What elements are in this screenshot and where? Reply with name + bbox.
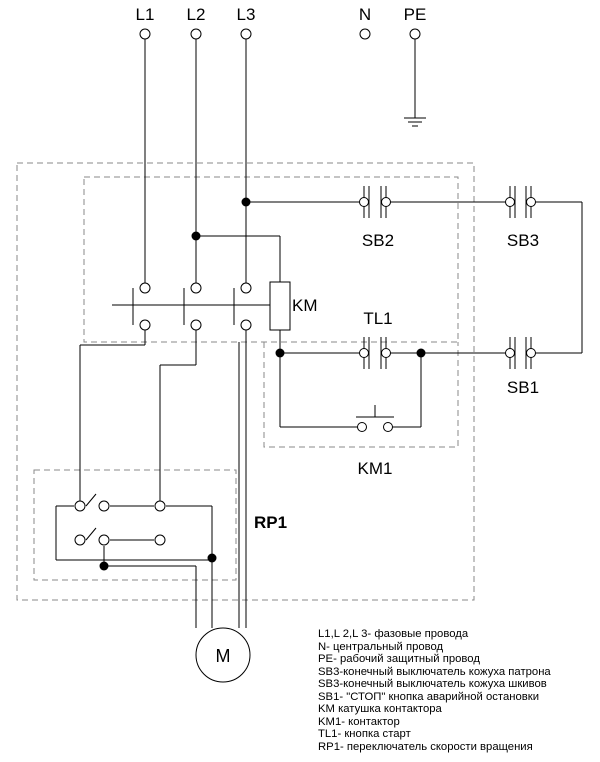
rp1-switch xyxy=(55,493,213,628)
legend-item: SB3-конечный выключатель кожуха патрона xyxy=(318,665,551,678)
supply-wires xyxy=(144,39,416,284)
motor-circle xyxy=(195,627,251,683)
legend-item: L1,L 2,L 3- фазовые провода xyxy=(318,628,469,640)
label-km1: KM1 xyxy=(358,459,393,478)
label-sb1: SB1 xyxy=(507,378,539,397)
junction-dots xyxy=(99,197,426,571)
ground-symbol xyxy=(404,117,426,127)
label-km: KM xyxy=(292,296,318,315)
label-l3: L3 xyxy=(237,5,256,24)
legend: L1,L 2,L 3- фазовые провода N- центральн… xyxy=(318,628,551,753)
motor: M xyxy=(195,627,251,683)
legend-item: N- центральный провод xyxy=(318,640,444,653)
label-sb3: SB3 xyxy=(507,231,539,250)
km1-contact xyxy=(356,405,394,418)
labels: L1 L2 L3 N PE SB2 SB3 KM TL1 SB1 KM1 RP1 xyxy=(136,5,540,532)
label-l1: L1 xyxy=(136,5,155,24)
km-coil xyxy=(269,281,291,331)
contactor-enclosure xyxy=(83,176,459,343)
rp1-enclosure xyxy=(33,469,237,581)
contactor-km xyxy=(112,281,291,331)
legend-item: TL1- кнопка старт xyxy=(318,728,411,740)
label-rp1: RP1 xyxy=(254,513,287,532)
legend-item: SB3-конечный выключатель кожуха шкивов xyxy=(318,678,547,690)
legend-item: RP1- переключатель скорости вращения xyxy=(318,740,533,753)
legend-item: KM1- контактор xyxy=(318,715,400,728)
control-wires xyxy=(196,201,583,428)
label-sb2: SB2 xyxy=(362,231,394,250)
label-pe: PE xyxy=(404,5,427,24)
motor-label: M xyxy=(216,646,231,666)
km1-enclosure xyxy=(263,342,459,448)
label-l2: L2 xyxy=(187,5,206,24)
legend-item: SB1- "СТОП" кнопка аварийной остановки xyxy=(318,690,540,703)
label-n: N xyxy=(359,5,371,24)
output-wires xyxy=(79,325,247,628)
label-tl1: TL1 xyxy=(363,309,392,328)
legend-item: KM катушка контактора xyxy=(318,703,442,715)
terminal-circles xyxy=(74,28,536,546)
legend-item: PE- рабочий защитный провод xyxy=(318,653,480,665)
